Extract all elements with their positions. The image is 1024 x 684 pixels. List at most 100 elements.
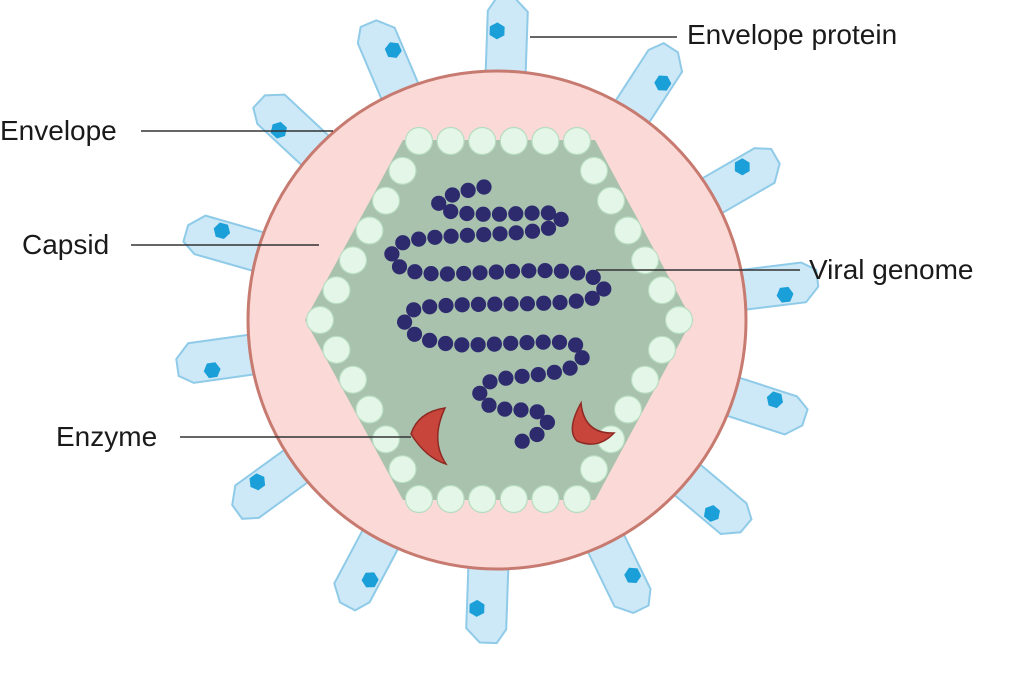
- genome-bead: [503, 335, 519, 351]
- genome-bead: [476, 179, 492, 195]
- genome-bead: [524, 205, 540, 221]
- capsomere: [531, 126, 560, 156]
- capsomere: [647, 276, 677, 305]
- capsid-body: [305, 140, 692, 500]
- genome-bead: [553, 211, 569, 227]
- genome-bead: [476, 227, 492, 243]
- genome-bead: [514, 433, 530, 449]
- spike-marker: [270, 121, 287, 139]
- genome-bead: [427, 229, 443, 245]
- genome-bead: [519, 296, 536, 312]
- genome-bead: [537, 263, 553, 279]
- capsomere: [596, 186, 626, 215]
- capsomere: [531, 484, 560, 514]
- enzyme-shape-left: [410, 407, 448, 466]
- spike-marker: [624, 567, 642, 584]
- capsomere: [562, 126, 592, 156]
- leader-lines: [131, 36, 800, 438]
- genome-bead: [460, 182, 476, 198]
- genome-bead: [508, 225, 524, 241]
- capsomere: [579, 455, 609, 484]
- genome-bead: [459, 227, 475, 243]
- genome-bead: [530, 367, 546, 383]
- genome-bead: [513, 402, 529, 418]
- genome-bead: [384, 246, 400, 262]
- spike-marker: [489, 22, 505, 40]
- spike-body: [465, 559, 510, 645]
- genome-bead: [472, 265, 488, 281]
- label-enzyme: Enzyme: [56, 421, 157, 452]
- spike-marker: [203, 362, 221, 379]
- capsomere: [436, 126, 465, 156]
- spike-marker: [384, 42, 402, 58]
- genome-bead: [395, 235, 411, 251]
- genome-bead: [454, 337, 470, 353]
- capsomere: [562, 484, 592, 514]
- genome-bead: [504, 263, 521, 279]
- capsomere: [371, 425, 401, 454]
- genome-bead: [470, 337, 486, 353]
- envelope-protein-spike: [465, 559, 510, 645]
- capsomere: [404, 484, 434, 514]
- genome-bead: [443, 228, 459, 244]
- genome-bead: [568, 293, 584, 309]
- capsomere: [338, 365, 368, 394]
- genome-bead: [553, 263, 570, 279]
- genome-bead: [472, 385, 488, 401]
- genome-bead: [508, 206, 524, 222]
- genome-bead: [488, 264, 504, 280]
- genome-bead: [529, 426, 545, 443]
- capsomere: [436, 484, 465, 514]
- capsomere: [630, 246, 660, 275]
- genome-bead: [503, 296, 519, 312]
- genome-bead: [492, 226, 508, 242]
- label-viral-genome: Viral genome: [809, 254, 973, 285]
- genome-bead: [406, 326, 423, 342]
- spike-marker: [766, 391, 784, 409]
- genome-bead: [524, 223, 541, 239]
- genome-bead: [438, 335, 454, 352]
- genome-bead: [422, 299, 438, 315]
- genome-bead: [459, 205, 475, 222]
- spike-marker: [654, 75, 672, 91]
- genome-bead: [443, 203, 459, 220]
- capsomere: [305, 305, 335, 335]
- genome-bead: [570, 265, 586, 281]
- spike-body: [484, 0, 529, 81]
- capsomere: [371, 186, 401, 215]
- genome-bead: [439, 266, 455, 282]
- genome-bead: [397, 314, 413, 330]
- capsomere: [647, 335, 677, 364]
- enzyme-shape-right: [571, 400, 616, 445]
- genome-bead: [552, 294, 568, 311]
- capsomere: [388, 455, 417, 484]
- capsomere: [404, 126, 434, 156]
- genome-bead: [535, 334, 551, 350]
- capsomere: [355, 216, 384, 245]
- capsid-capsomeres: [305, 126, 694, 514]
- capsomere: [468, 484, 497, 514]
- spike-marker: [703, 505, 720, 522]
- genome-bead: [514, 368, 530, 384]
- capsomere: [613, 395, 643, 424]
- genome-bead: [422, 332, 438, 348]
- label-envelope-protein: Envelope protein: [687, 19, 897, 50]
- genome-bead: [456, 265, 472, 282]
- genome-bead: [411, 231, 427, 247]
- genome-bead: [431, 195, 447, 211]
- spike-marker: [469, 599, 485, 617]
- genome-bead: [562, 360, 578, 376]
- capsomere: [613, 216, 643, 245]
- viral-genome-strand: [384, 179, 612, 449]
- envelope-protein-spike: [484, 0, 529, 81]
- capsomere: [468, 126, 497, 156]
- genome-bead: [491, 206, 508, 222]
- capsomere: [499, 126, 528, 156]
- genome-bead: [540, 220, 557, 236]
- label-envelope: Envelope: [0, 115, 117, 146]
- genome-bead: [521, 263, 537, 279]
- genome-bead: [585, 269, 601, 285]
- genome-bead: [444, 187, 460, 203]
- genome-bead: [423, 266, 439, 282]
- spike-marker: [361, 572, 379, 588]
